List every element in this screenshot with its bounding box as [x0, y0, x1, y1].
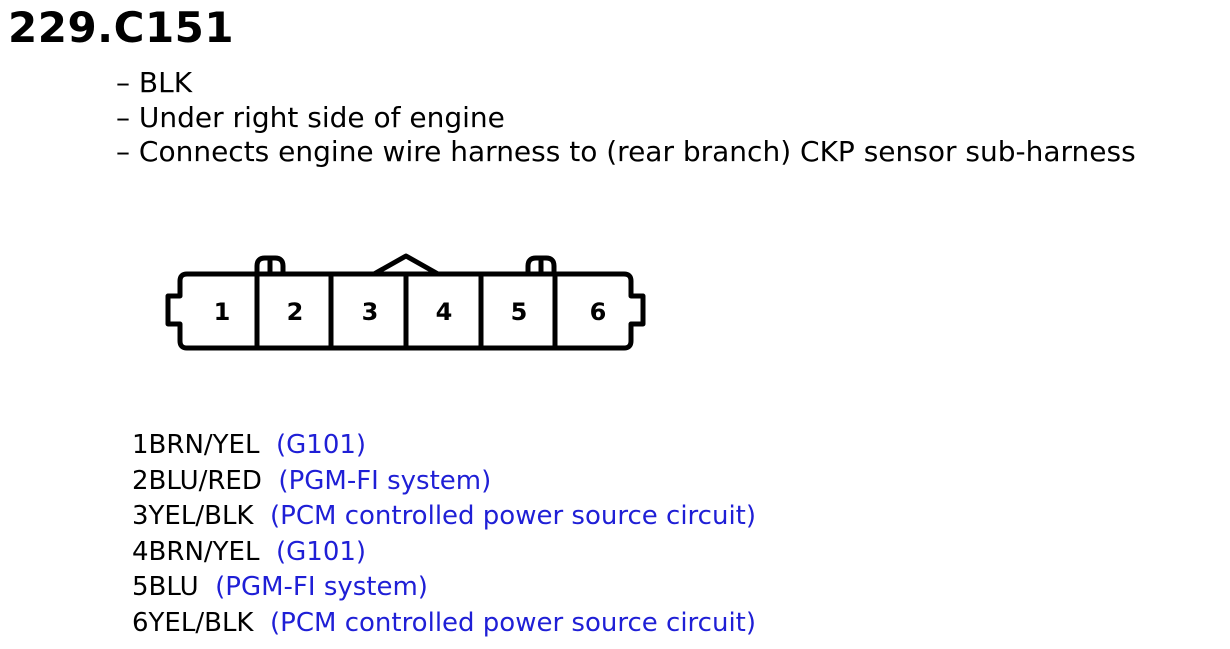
pin-assignment-list: 1BRN/YEL (G101) 2BLU/RED (PGM-FI system)… — [132, 428, 756, 642]
cavity-label-3: 3 — [362, 298, 379, 326]
connector-housing-outline — [165, 271, 646, 351]
cavity-label-4: 4 — [436, 298, 453, 326]
pin-number: 5 — [132, 572, 149, 603]
pin-wire-color: YEL/BLK — [148, 607, 254, 638]
pin-row: 5BLU (PGM-FI system) — [132, 570, 756, 606]
cavity-label-6: 6 — [590, 298, 607, 326]
cavity-label-2: 2 — [287, 298, 304, 326]
cavity-label-1: 1 — [214, 298, 231, 326]
pin-wire-color: BRN/YEL — [148, 536, 260, 567]
pin-number: 6 — [132, 607, 149, 638]
connector-notes: – BLK – Under right side of engine – Con… — [116, 66, 1136, 170]
connector-key — [371, 253, 441, 277]
connector-title: 229.C151 — [8, 3, 235, 52]
pin-number: 4 — [132, 536, 149, 567]
pin-number: 2 — [132, 465, 149, 496]
pin-number: 3 — [132, 501, 149, 532]
cavity-label-5: 5 — [511, 298, 528, 326]
pin-row: 4BRN/YEL (G101) — [132, 535, 756, 571]
pin-row: 6YEL/BLK (PCM controlled power source ci… — [132, 606, 756, 642]
pin-circuit: (PGM-FI system) — [278, 465, 492, 496]
pin-wire-color: YEL/BLK — [148, 501, 254, 532]
pin-row: 3YEL/BLK (PCM controlled power source ci… — [132, 499, 756, 535]
note-connects: – Connects engine wire harness to (rear … — [116, 135, 1136, 168]
note-color: – BLK — [116, 66, 193, 99]
pin-number: 1 — [132, 430, 149, 460]
pin-row: 2BLU/RED (PGM-FI system) — [132, 464, 756, 500]
pin-circuit: (PCM controlled power source circuit) — [270, 607, 757, 638]
pin-wire-color: BRN/YEL — [148, 430, 260, 460]
pin-circuit: (PGM-FI system) — [215, 572, 428, 603]
pin-circuit: (G101) — [275, 536, 367, 567]
pin-circuit: (G101) — [275, 430, 367, 460]
pin-wire-color: BLU — [148, 572, 199, 603]
pin-circuit: (PCM controlled power source circuit) — [270, 501, 757, 532]
note-location: – Under right side of engine — [116, 100, 505, 134]
pin-wire-color: BLU/RED — [148, 465, 262, 496]
pin-row: 1BRN/YEL (G101) — [132, 428, 756, 464]
